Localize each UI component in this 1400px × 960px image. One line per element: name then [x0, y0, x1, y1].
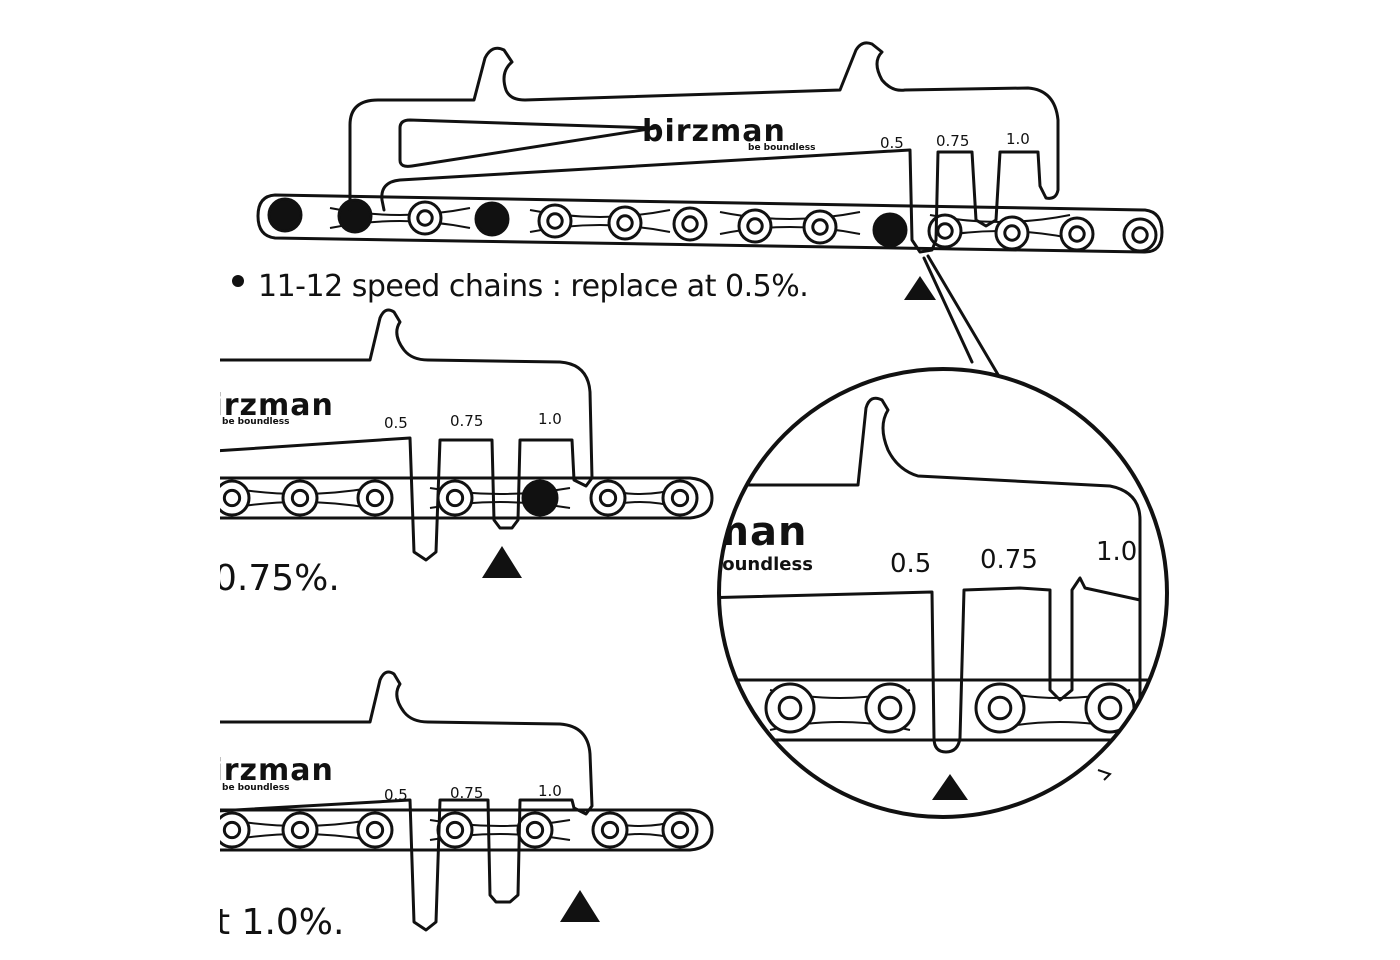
chain-roller-pin	[877, 695, 903, 721]
chain-roller-pin	[746, 217, 764, 235]
middle-brand-logo: birzman	[190, 388, 334, 423]
zoom-checker-tool-body	[719, 396, 1142, 754]
chain-roller-pin	[525, 820, 545, 840]
chain-roller-pin	[365, 488, 385, 508]
zoom-scale-label-0-75: 0.75	[980, 545, 1038, 575]
chain-roller-pin	[987, 695, 1013, 721]
zoom-scale-label-0-5: 0.5	[890, 549, 931, 579]
chain-roller-pin	[222, 488, 242, 508]
bottom-brand-logo: birzman	[190, 753, 334, 788]
top-triangular-cutout	[398, 118, 657, 168]
middle-chain-rollers	[220, 479, 699, 517]
chain-roller-pin	[290, 488, 310, 508]
chain-roller-pin	[811, 218, 829, 236]
bottom-scale-label-0-75: 0.75	[450, 784, 483, 802]
chain-roller-pin	[445, 488, 465, 508]
chain-roller-pin	[936, 222, 954, 240]
middle-caption: 0.75%.	[214, 558, 340, 599]
chain-roller-pin	[600, 820, 620, 840]
chain-roller-pin	[290, 820, 310, 840]
zoom-brand-tagline: be boundless	[678, 554, 813, 575]
bottom-brand-tagline: be boundless	[222, 783, 289, 793]
stray-mark	[1097, 769, 1112, 781]
chain-roller-pin	[546, 212, 564, 230]
bottom-scale-label-0-5: 0.5	[384, 786, 408, 804]
zoom-brand-logo: birzman	[618, 509, 808, 555]
zoom-callout-pointer	[922, 254, 1002, 380]
chain-roller-pin	[1003, 224, 1021, 242]
chain-roller	[474, 201, 510, 237]
bottom-checker-tool-body	[220, 670, 594, 932]
chain-roller-pin	[1097, 695, 1123, 721]
top-chain-rollers	[267, 197, 1158, 253]
middle-checker-tool-body	[220, 308, 594, 562]
bottom-chain-checker-group: birzman be boundless 0.5 0.75 1.0 t 1.0%…	[190, 670, 714, 943]
chain-roller-pin	[1131, 226, 1149, 244]
middle-pointer-triangle	[482, 546, 522, 578]
chain-roller-pin	[416, 209, 434, 227]
middle-chain-checker-group: birzman be boundless 0.5 0.75 1.0 0.75%.	[190, 308, 714, 599]
top-bullet	[232, 275, 244, 287]
top-scale-label-0-75: 0.75	[936, 132, 969, 150]
bottom-chain-rollers	[220, 811, 699, 849]
middle-scale-label-1-0: 1.0	[538, 410, 562, 428]
chain-roller	[872, 212, 908, 248]
top-brand-logo: birzman	[642, 114, 786, 149]
zoom-chain	[719, 678, 1152, 742]
middle-scale-label-0-5: 0.5	[384, 414, 408, 432]
middle-chain	[220, 476, 714, 520]
chain-roller-pin	[670, 820, 690, 840]
chain-roller-pin	[681, 215, 699, 233]
top-checker-tool-body	[348, 41, 1060, 254]
top-pointer-triangle	[904, 276, 936, 300]
chain-roller-pin	[598, 488, 618, 508]
chain-roller	[521, 479, 559, 517]
bottom-chain	[220, 808, 714, 852]
chain-roller-pin	[365, 820, 385, 840]
chain-roller-pin	[1068, 225, 1086, 243]
bottom-caption: t 1.0%.	[216, 902, 344, 943]
chain-roller-pin	[777, 695, 803, 721]
zoom-detail-circle: birzman be boundless 0.5 0.75 1.0	[618, 367, 1169, 819]
top-brand-tagline: be boundless	[748, 143, 815, 153]
top-scale-label-0-5: 0.5	[880, 134, 904, 152]
chain-roller-pin	[222, 820, 242, 840]
bottom-scale-label-1-0: 1.0	[538, 782, 562, 800]
middle-scale-label-0-75: 0.75	[450, 412, 483, 430]
top-caption: 11-12 speed chains : replace at 0.5%.	[258, 269, 808, 304]
zoom-pointer-triangle	[932, 774, 968, 800]
zoom-chain-rollers	[764, 682, 1136, 734]
chain-roller	[267, 197, 303, 233]
chain-roller-pin	[616, 214, 634, 232]
chain-roller-pin	[445, 820, 465, 840]
chain-roller	[337, 198, 373, 234]
top-scale-label-1-0: 1.0	[1006, 130, 1030, 148]
chain-roller-pin	[670, 488, 690, 508]
zoom-scale-label-1-0: 1.0	[1096, 537, 1137, 567]
top-chain	[256, 193, 1164, 254]
middle-brand-tagline: be boundless	[222, 417, 289, 427]
top-chain-checker-group: birzman be boundless 0.5 0.75 1.0 11-12 …	[232, 41, 1164, 304]
bottom-pointer-triangle	[560, 890, 600, 922]
